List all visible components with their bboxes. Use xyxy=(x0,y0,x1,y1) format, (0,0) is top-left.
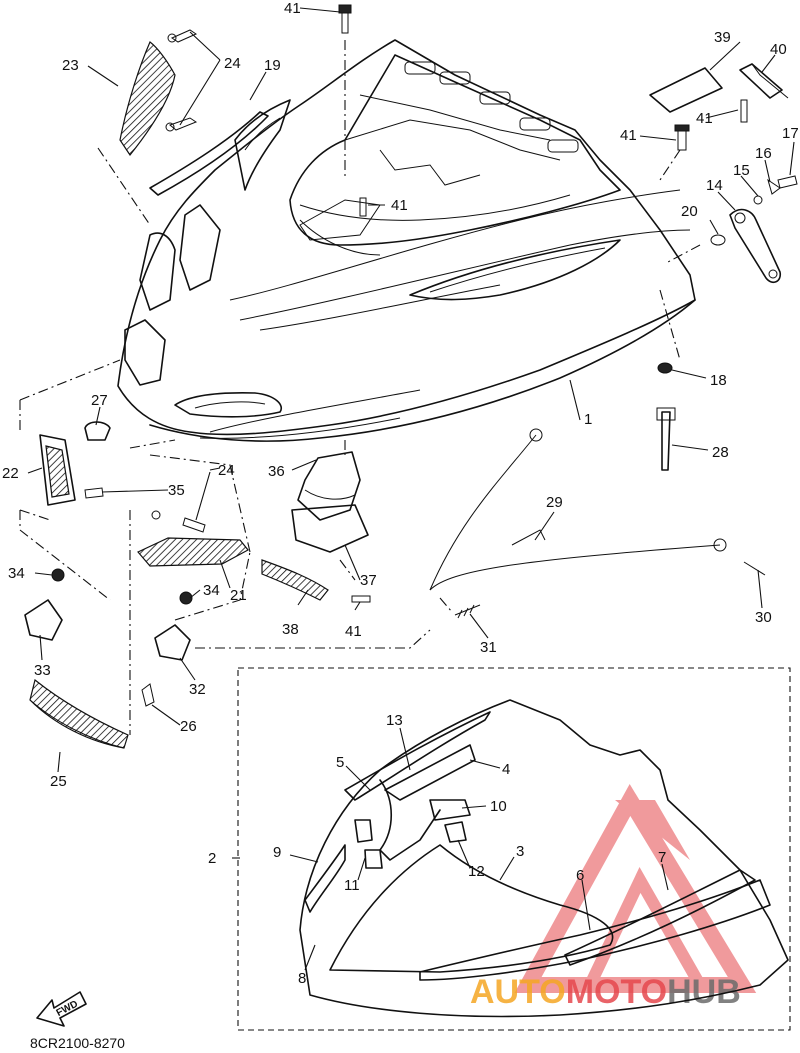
watermark-auto: AUTO xyxy=(470,973,566,1011)
callout-41-top: 41 xyxy=(284,0,301,17)
diagram-code: 8CR2100-8270 xyxy=(30,1035,125,1051)
callout-9: 9 xyxy=(273,844,281,861)
part-40-bracket xyxy=(739,63,783,99)
callout-17: 17 xyxy=(782,125,799,142)
callout-13: 13 xyxy=(386,712,403,729)
part-20-grommet xyxy=(710,234,726,246)
callout-41-right: 41 xyxy=(620,127,637,144)
callout-33: 33 xyxy=(34,662,51,679)
callout-6: 6 xyxy=(576,867,584,884)
part-26-rivet xyxy=(141,683,155,707)
callout-23: 23 xyxy=(62,57,79,74)
watermark-moto: MOTO xyxy=(566,973,667,1011)
part-18-grommet xyxy=(657,362,673,374)
callout-numbers: 41 23 24 19 39 40 41 41 17 16 15 14 41 2… xyxy=(2,0,799,987)
callout-5: 5 xyxy=(336,754,344,771)
clip-24-top xyxy=(165,29,198,132)
clip-24-lower xyxy=(151,510,206,533)
part-28-cable-tie xyxy=(661,411,671,471)
callout-19: 19 xyxy=(264,57,281,74)
part-27-clip xyxy=(84,421,111,441)
part-22-grille xyxy=(39,434,76,506)
callout-35: 35 xyxy=(168,482,185,499)
callout-7: 7 xyxy=(658,849,666,866)
part-23-mesh-panel xyxy=(119,41,176,157)
assembly-guides xyxy=(19,40,701,735)
part-38-mesh xyxy=(261,559,329,601)
part-33-bracket xyxy=(24,599,63,641)
part-34-nut-left xyxy=(51,568,65,582)
part-31-spring xyxy=(454,604,481,619)
part-25-mesh-panel xyxy=(29,678,129,749)
callout-31: 31 xyxy=(480,639,497,656)
callout-1: 1 xyxy=(584,411,592,428)
callout-28: 28 xyxy=(712,444,729,461)
callout-22: 22 xyxy=(2,465,19,482)
part-17-bolt xyxy=(777,175,798,189)
callout-37: 37 xyxy=(360,572,377,589)
callout-40: 40 xyxy=(770,41,787,58)
callout-34-left: 34 xyxy=(8,565,25,582)
callout-27: 27 xyxy=(91,392,108,409)
automotohub-watermark: AUTOMOTOHUB xyxy=(470,784,757,1011)
decal-set-inset xyxy=(299,699,789,1018)
part-36-duct xyxy=(297,451,361,521)
callout-34-right: 34 xyxy=(203,582,220,599)
part-15-bushing xyxy=(753,195,763,205)
callout-25: 25 xyxy=(50,773,67,790)
callout-29: 29 xyxy=(546,494,563,511)
callout-21: 21 xyxy=(230,587,247,604)
hood-assembly xyxy=(117,39,696,442)
callout-4: 4 xyxy=(502,761,510,778)
rivet-41-mid xyxy=(351,197,371,603)
callout-36: 36 xyxy=(268,463,285,480)
callout-41-bottom: 41 xyxy=(345,623,362,640)
part-39-plate xyxy=(649,67,723,113)
part-32-bracket xyxy=(154,624,191,661)
callout-32: 32 xyxy=(189,681,206,698)
callout-38: 38 xyxy=(282,621,299,638)
callout-39: 39 xyxy=(714,29,731,46)
part-35-screw xyxy=(84,487,104,499)
callout-30: 30 xyxy=(755,609,772,626)
callout-18: 18 xyxy=(710,372,727,389)
triangle-logo xyxy=(514,784,757,993)
svg-text:AUTOMOTOHUB: AUTOMOTOHUB xyxy=(470,973,741,1011)
part-16-nut xyxy=(767,178,781,195)
callout-2: 2 xyxy=(208,850,216,867)
rivet-41-top xyxy=(338,4,352,34)
callout-41-right-top: 41 xyxy=(696,110,713,127)
callout-20: 20 xyxy=(681,203,698,220)
part-2-inset-box xyxy=(237,667,791,1031)
callout-15: 15 xyxy=(733,162,750,179)
fwd-label: FWD xyxy=(55,999,80,1019)
callout-26: 26 xyxy=(180,718,197,735)
callout-8: 8 xyxy=(298,970,306,987)
part-34-nut-right xyxy=(179,591,193,605)
part-37-duct-base xyxy=(291,504,369,553)
fwd-arrow: FWD xyxy=(36,991,87,1027)
leader-lines xyxy=(27,7,795,971)
part-21-mesh-panel xyxy=(137,537,249,567)
callout-24-top: 24 xyxy=(224,55,241,72)
callout-41-mid: 41 xyxy=(391,197,408,214)
part-29-cable xyxy=(429,434,537,591)
callout-10: 10 xyxy=(490,798,507,815)
callout-16: 16 xyxy=(755,145,772,162)
part-19-trim-strip xyxy=(149,111,269,196)
part-14-lever xyxy=(729,208,782,284)
callout-3: 3 xyxy=(516,843,524,860)
callout-11: 11 xyxy=(344,877,360,894)
rivet-41-right xyxy=(674,99,748,151)
callout-24-mid: 24 xyxy=(218,462,235,479)
callout-12: 12 xyxy=(468,863,485,880)
callout-14: 14 xyxy=(706,177,723,194)
